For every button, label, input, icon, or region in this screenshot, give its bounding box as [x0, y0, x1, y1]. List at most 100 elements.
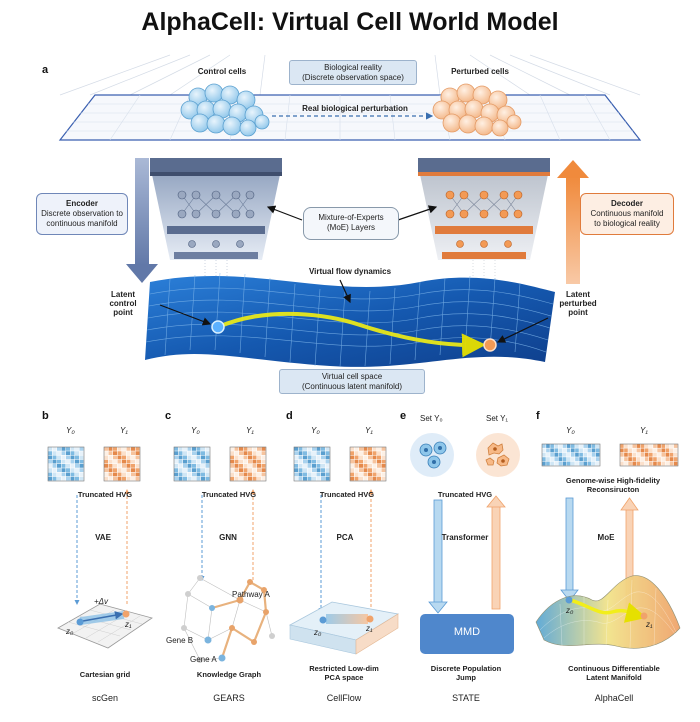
hvg-tile-f-control: [541, 443, 601, 467]
perturbed-cell-cluster: [432, 83, 522, 137]
decoder-line2: to biological reality: [594, 219, 660, 228]
panel-b-y0: Y₀: [66, 426, 75, 435]
panel-d-label: d: [286, 410, 293, 422]
hvg-heatmaps: [47, 443, 679, 482]
hvg-tile-c-perturbed: [229, 446, 267, 482]
figure-title: AlphaCell: Virtual Cell World Model: [141, 8, 559, 36]
panel-e-label: e: [400, 410, 407, 422]
panel-f-bottom-caption: Continuous Differentiable Latent Manifol…: [544, 664, 684, 682]
panel-d-method: CellFlow: [326, 693, 362, 703]
decoder-network: [418, 158, 550, 300]
panel-e-bottom-caption: Discrete Population Jump: [406, 664, 526, 682]
panel-e-graphics: [410, 433, 520, 654]
panel-d-op: PCA: [336, 533, 354, 542]
decoder-box: Decoder Continuous manifold to biologica…: [580, 193, 674, 235]
panel-f-z1: z₁: [646, 620, 653, 629]
bio-reality-plane: [58, 94, 642, 141]
panel-b-delta: +Δv: [94, 597, 109, 606]
panel-c-y1: Y₁: [246, 426, 254, 435]
panel-d-bottom-line2: PCA space: [324, 673, 364, 682]
latent-control-line2: control: [109, 299, 137, 309]
hvg-tile-f-perturbed: [619, 443, 679, 467]
panel-d-graphics: [288, 489, 400, 655]
panel-f-graphics: [535, 497, 681, 649]
panel-f-y0: Y₀: [566, 426, 575, 435]
hvg-tile-d-control: [293, 446, 331, 482]
panel-c-gene-b: Gene B: [166, 636, 194, 645]
moe-arrow-right: [397, 205, 438, 221]
panel-b-op: VAE: [95, 533, 111, 542]
panel-e-set-y1: Set Y₁: [486, 414, 509, 423]
encoder-network: [150, 158, 282, 300]
decoder-line1: Continuous manifold: [590, 209, 664, 218]
panel-f-top-caption: Genome-wise High-fidelity Reconsiructon: [565, 476, 661, 494]
hvg-tile-c-control: [173, 446, 211, 482]
panel-c-method: GEARS: [213, 693, 245, 703]
panel-f-y1: Y₁: [640, 426, 648, 435]
panel-c-top-caption: Truncated HVG: [201, 490, 257, 499]
perspective-lines: [59, 54, 641, 96]
panel-d-z1: z₁: [366, 624, 373, 633]
latent-control-label: Latent control point: [98, 290, 148, 318]
panel-d-z0: z₀: [314, 628, 322, 637]
panel-c-label: c: [165, 410, 172, 422]
panel-f-z0: z₀: [566, 606, 574, 615]
panel-b-y1: Y₁: [120, 426, 128, 435]
virtual-space-box: Virtual cell space (Continuous latent ma…: [279, 369, 425, 395]
virtual-space-line1: Virtual cell space: [321, 372, 383, 381]
panel-c-bottom-caption: Knowledge Graph: [196, 670, 262, 679]
panel-e-set-y0: Set Y₀: [420, 414, 443, 423]
moe-arrow-left: [266, 205, 303, 221]
latent-perturbed-line3: point: [568, 308, 588, 318]
panel-c-gene-a: Gene A: [190, 655, 217, 664]
hvg-tile-d-perturbed: [349, 446, 387, 482]
panel-e-bottom-line1: Discrete Population: [430, 664, 502, 673]
encoder-box: Encoder Discrete observation to continuo…: [36, 193, 128, 235]
panel-f-bottom-line2: Latent Manifold: [586, 673, 642, 682]
moe-line1: Mixture-of-Experts: [318, 213, 384, 222]
panel-f-method: AlphaCell: [594, 693, 634, 703]
real-perturbation-label: Real biological perturbation: [302, 104, 408, 113]
moe-line2: (MoE) Layers: [326, 223, 375, 233]
virtual-flow-label: Virtual flow dynamics: [308, 267, 392, 276]
panel-d-bottom-line1: Restricted Low-dim: [309, 664, 379, 673]
panel-d-y0: Y₀: [311, 426, 320, 435]
latent-manifold: [145, 272, 555, 368]
latent-perturbed-line2: perturbed: [559, 299, 597, 309]
moe-box: Mixture-of-Experts (MoE) Layers: [303, 207, 399, 240]
panel-b-top-caption: Truncated HVG: [77, 490, 133, 499]
decoder-arrow: [557, 160, 589, 284]
encoder-arrow: [126, 158, 158, 283]
panel-b-graphics: [57, 489, 153, 649]
panel-b-z1: z₁: [125, 620, 132, 629]
virtual-space-line2: (Continuous latent manifold): [301, 381, 403, 391]
panel-e-method: STATE: [452, 693, 480, 703]
latent-control-pointer: [159, 304, 212, 326]
panel-e-op: Transformer: [441, 533, 489, 542]
panel-d-top-caption: Truncated HVG: [319, 490, 375, 499]
hvg-tile-b-perturbed: [103, 446, 141, 482]
control-cells-label: Control cells: [197, 67, 247, 76]
latent-perturbed-line1: Latent: [566, 290, 590, 299]
hvg-tile-b-control: [47, 446, 85, 482]
bio-reality-box: Biological reality (Discrete observation…: [289, 60, 417, 86]
decoder-title: Decoder: [610, 199, 643, 208]
panel-b-z0: z₀: [66, 627, 74, 636]
panel-e-bottom-line2: Jump: [455, 673, 476, 682]
bio-reality-line2: (Discrete observation space): [302, 72, 404, 82]
panel-c-pathway: Pathway A: [232, 590, 270, 599]
panel-c-op: GNN: [219, 533, 237, 542]
panel-f-label: f: [536, 410, 540, 422]
panel-a-label: a: [42, 64, 49, 76]
panel-c-y0: Y₀: [191, 426, 200, 435]
panel-c-graphics: [181, 489, 275, 663]
panel-d-y1: Y₁: [365, 426, 373, 435]
panel-e-top-caption: Truncated HVG: [437, 490, 493, 499]
panel-f-bottom-line1: Continuous Differentiable: [568, 664, 660, 673]
mmd-box-label: MMD: [453, 626, 481, 638]
encoder-title: Encoder: [65, 199, 98, 208]
panel-f-op: MoE: [597, 533, 615, 542]
encoder-line2: continuous manifold: [46, 219, 118, 228]
latent-control-line1: Latent: [111, 290, 135, 299]
